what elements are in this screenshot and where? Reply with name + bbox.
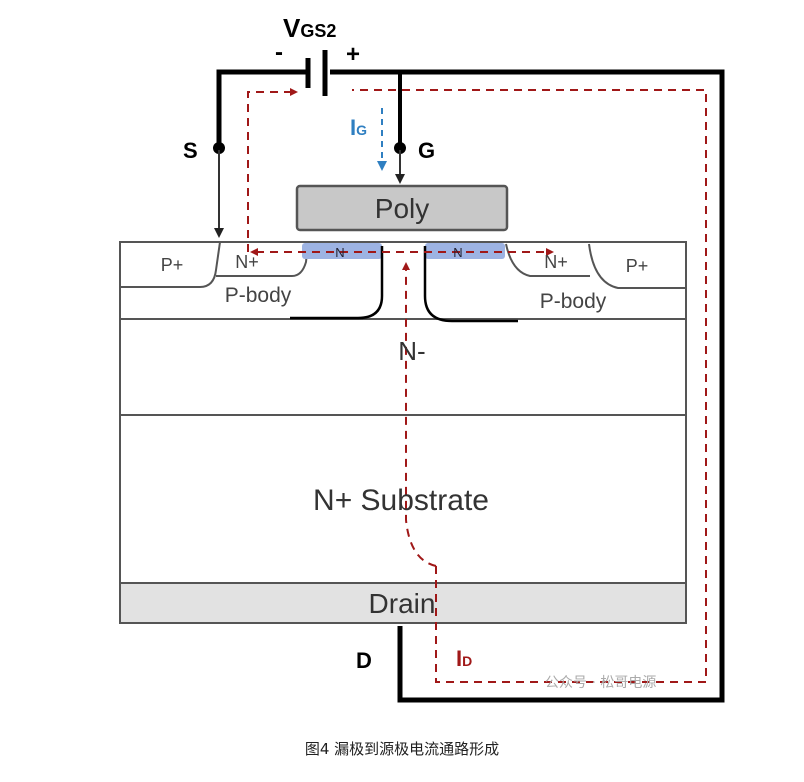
p-plus-right-label: P+ bbox=[626, 256, 649, 276]
drain-layer-label: Drain bbox=[369, 588, 436, 619]
labels: VGS2 - + S G D IG ID Poly P+ N+ N N N+ P… bbox=[161, 13, 649, 673]
n-plus-right-boundary bbox=[505, 243, 590, 277]
minus-label: - bbox=[275, 39, 283, 66]
source-label: S bbox=[183, 138, 198, 163]
drain-layer bbox=[119, 582, 687, 624]
id-path-source bbox=[247, 88, 298, 252]
source-wire bbox=[216, 69, 308, 148]
vgs-label: VGS2 bbox=[283, 13, 336, 43]
device-cross-section bbox=[119, 184, 687, 624]
gate-supply-wire bbox=[330, 69, 725, 703]
gate-label: G bbox=[418, 138, 435, 163]
p-plus-left-label: P+ bbox=[161, 255, 184, 275]
drain-current-path bbox=[247, 88, 707, 683]
p-body-left-edge bbox=[290, 246, 384, 320]
id-path-vertical bbox=[402, 262, 437, 567]
watermark: 公众号 · 松哥电源 bbox=[545, 675, 657, 691]
figure-caption: 图4 漏极到源极电流通路形成 bbox=[304, 740, 500, 758]
n-plus-right-label: N+ bbox=[544, 252, 568, 272]
poly-label: Poly bbox=[375, 193, 429, 224]
n-plus-left-boundary bbox=[216, 241, 309, 277]
id-label: ID bbox=[456, 646, 472, 671]
p-plus-left-boundary bbox=[120, 241, 221, 288]
n-plus-left-label: N+ bbox=[235, 252, 259, 272]
p-body-right-label: P-body bbox=[540, 290, 607, 313]
n-channel-right-label: N bbox=[453, 245, 462, 260]
n-plus-substrate-label: N+ Substrate bbox=[313, 484, 489, 517]
n-channel-left-label: N bbox=[335, 245, 344, 260]
n-minus-label: N- bbox=[398, 336, 425, 366]
n-plus-substrate-region bbox=[119, 414, 687, 584]
poly-gate bbox=[295, 184, 509, 232]
id-path-bottom bbox=[352, 89, 707, 683]
source-node bbox=[213, 142, 225, 154]
p-body-right-edge bbox=[423, 246, 518, 323]
circuit bbox=[213, 50, 725, 703]
p-body-left-label: P-body bbox=[225, 284, 292, 307]
n-minus-region bbox=[119, 318, 687, 416]
plus-label: + bbox=[346, 41, 360, 68]
n-channel-right bbox=[425, 243, 505, 259]
p-plus-right-boundary bbox=[588, 243, 686, 289]
drain-terminal-label: D bbox=[356, 648, 372, 673]
gate-node bbox=[394, 142, 406, 154]
ig-label: IG bbox=[350, 115, 367, 140]
